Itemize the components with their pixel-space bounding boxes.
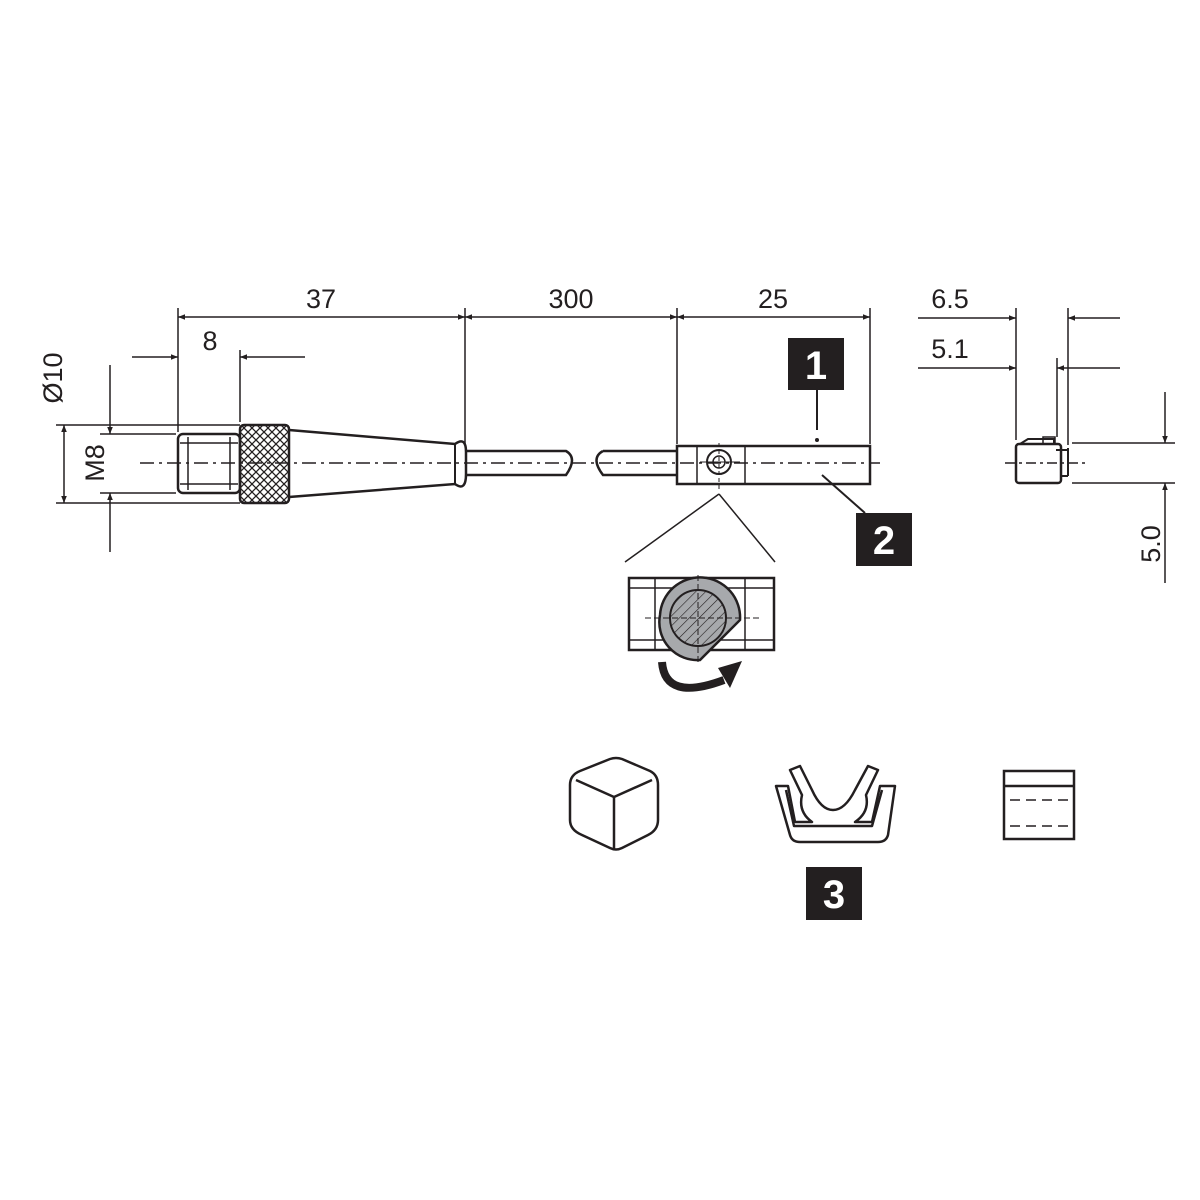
dim-25: 25	[758, 284, 788, 314]
cube-icon	[568, 756, 660, 851]
callout-3: 3	[806, 867, 862, 920]
thread-lines	[180, 437, 238, 490]
cable-right	[595, 449, 677, 477]
dim-5-0: 5.0	[1136, 525, 1166, 563]
clip-icon	[774, 764, 897, 844]
dim-6-5: 6.5	[931, 284, 969, 314]
connector-cable-assembly	[140, 390, 880, 514]
svg-text:1: 1	[805, 344, 827, 388]
sensor-end-view	[1005, 436, 1085, 485]
dim-300: 300	[548, 284, 593, 314]
knurled-nut	[238, 423, 291, 505]
cable-boot	[288, 428, 468, 499]
dimension-lines-right	[918, 308, 1175, 583]
callout-2: 2	[856, 513, 912, 566]
dim-5-1: 5.1	[931, 334, 969, 364]
dimension-lines-left	[56, 365, 240, 552]
rotate-arrow-icon	[658, 661, 726, 692]
dimension-lines-top	[132, 308, 871, 445]
svg-text:3: 3	[823, 873, 845, 917]
screw-detail-view	[624, 493, 776, 692]
dim-37: 37	[306, 284, 336, 314]
svg-text:2: 2	[873, 519, 895, 563]
dim-m8: M8	[80, 444, 110, 482]
callout-1: 1	[788, 338, 844, 390]
dim-dia-10: Ø10	[38, 352, 68, 403]
sleeve-icon	[1002, 769, 1076, 841]
sensor-body	[675, 444, 872, 486]
dim-8: 8	[202, 326, 217, 356]
screw-icon	[700, 443, 740, 490]
cable-left	[466, 449, 574, 477]
